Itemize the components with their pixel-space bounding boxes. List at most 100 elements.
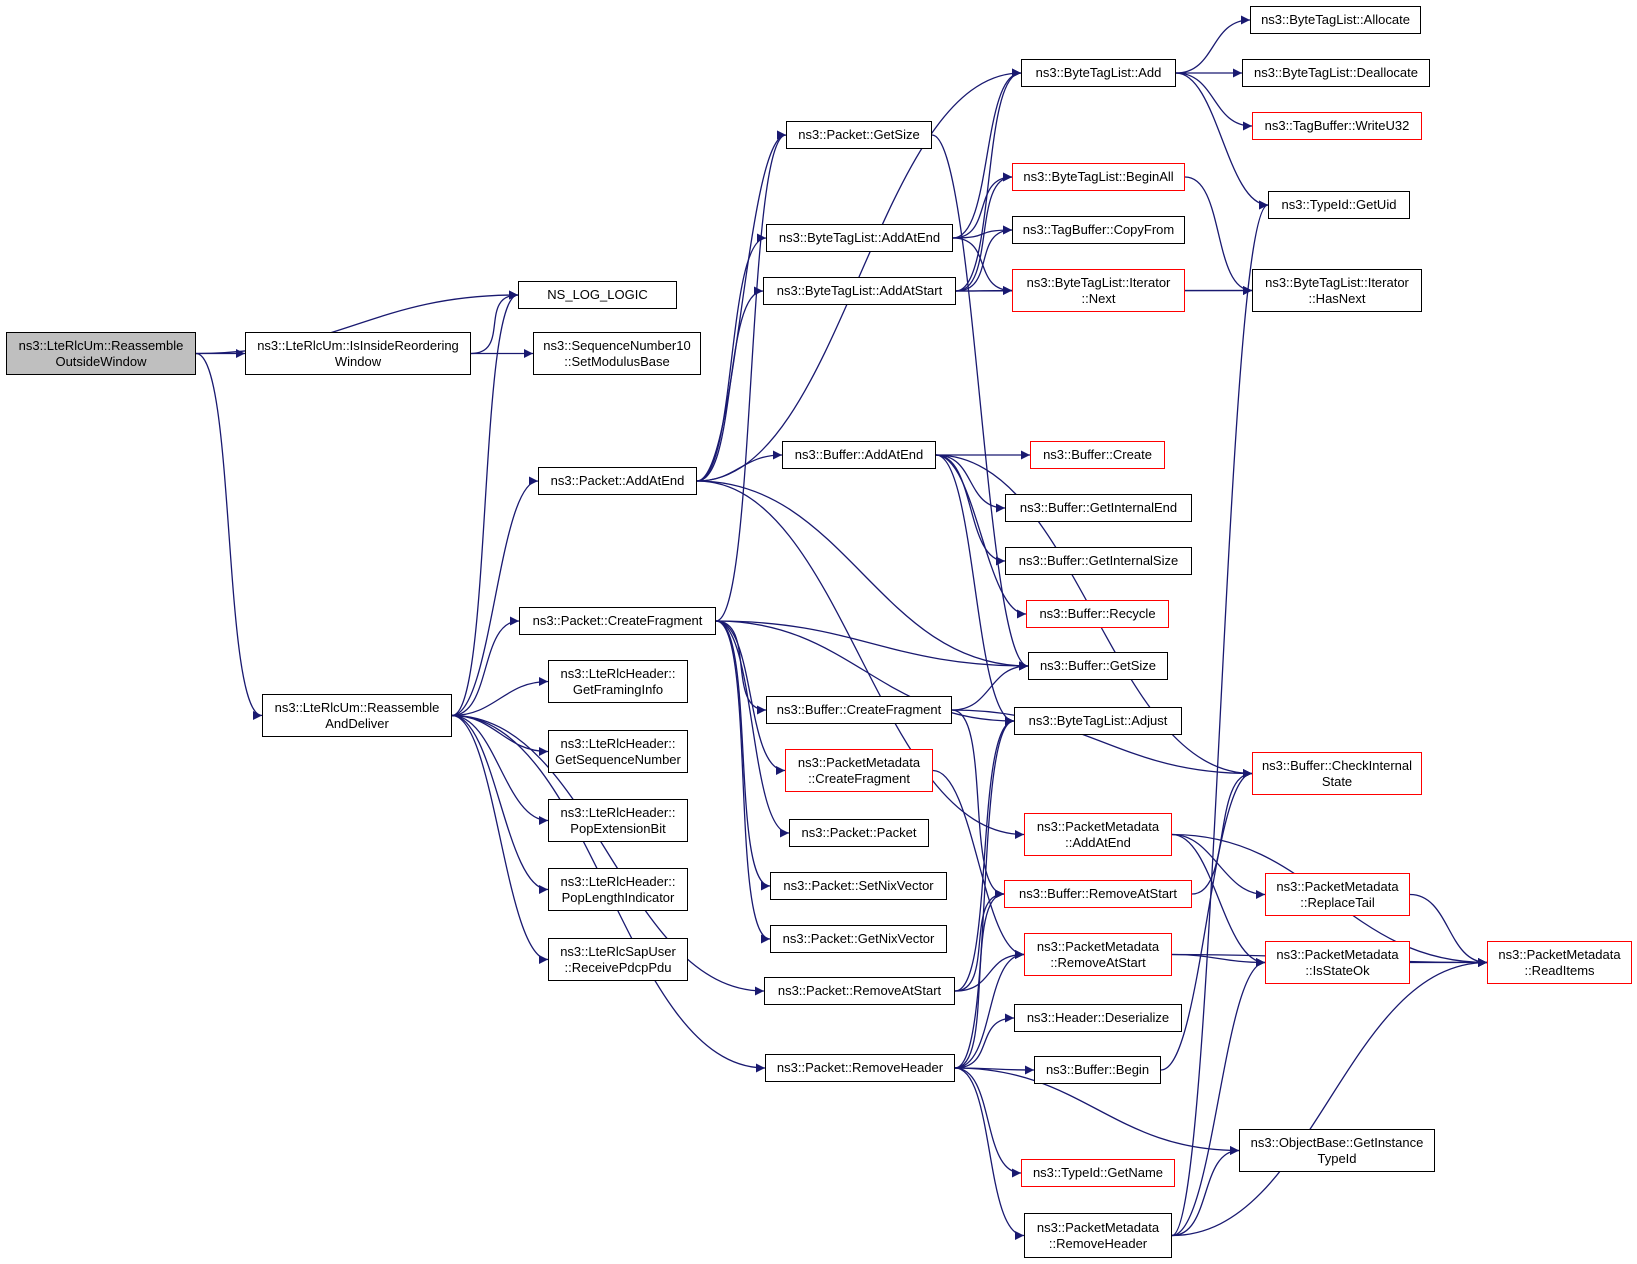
node-bytetaglist-iterator-next[interactable]: ns3::ByteTagList::Iterator::Next: [1012, 269, 1185, 312]
call-edge-n7-n33: [715, 620, 1015, 726]
node-label: AndDeliver: [325, 715, 389, 731]
node-label: ns3::PacketMetadata: [1036, 818, 1160, 834]
call-edge-n6-n32: [696, 480, 1029, 671]
node-packetmetadata-removeatstart[interactable]: ns3::PacketMetadata::RemoveAtStart: [1024, 933, 1172, 976]
call-edge-n40-n50: [1171, 958, 1488, 1237]
node-bytetaglist-adjust[interactable]: ns3::ByteTagList::Adjust: [1014, 707, 1182, 735]
call-edge-n23-n35: [954, 889, 1005, 1069]
node-bytetaglist-addatend[interactable]: ns3::ByteTagList::AddAtEnd: [766, 224, 953, 252]
node-packet-createfragment[interactable]: ns3::Packet::CreateFragment: [519, 607, 716, 635]
call-edge-n15-n26: [955, 225, 1013, 292]
node-lterlcsapuser-receivepdcppdu[interactable]: ns3::LteRlcSapUser::ReceivePdcpPdu: [548, 938, 688, 981]
call-edge-n23-n39: [954, 1067, 1022, 1178]
node-label: ns3::SequenceNumber10: [543, 337, 691, 353]
call-edge-n22-n33: [954, 716, 1015, 992]
call-edge-n1-n5: [195, 352, 263, 720]
call-edge-n23-n49: [954, 1067, 1240, 1155]
node-label: NS_LOG_LOGIC: [547, 287, 648, 302]
node-label: ns3::ByteTagList::AddAtStart: [776, 283, 943, 298]
node-typeid-getname[interactable]: ns3::TypeId::GetName: [1021, 1159, 1175, 1187]
node-packetmetadata-readitems[interactable]: ns3::PacketMetadata::ReadItems: [1487, 941, 1632, 984]
node-label: ns3::PacketMetadata: [1498, 946, 1621, 962]
node-bytetaglist-addatstart[interactable]: ns3::ByteTagList::AddAtStart: [763, 277, 956, 305]
node-packet-addatend[interactable]: ns3::Packet::AddAtEnd: [538, 467, 697, 495]
node-packet-getsize[interactable]: ns3::Packet::GetSize: [786, 121, 932, 149]
node-packetmetadata-replacetail[interactable]: ns3::PacketMetadata::ReplaceTail: [1265, 873, 1410, 916]
node-lterlcheader-getframinginfo[interactable]: ns3::LteRlcHeader::GetFramingInfo: [548, 660, 688, 703]
node-buffer-getsize[interactable]: ns3::Buffer::GetSize: [1028, 652, 1168, 680]
node-label: ns3::Packet::CreateFragment: [532, 613, 703, 628]
node-bytetaglist-allocate[interactable]: ns3::ByteTagList::Allocate: [1250, 6, 1421, 34]
call-edge-n5-n7: [451, 616, 520, 717]
call-edge-n38-n46: [1160, 769, 1253, 1071]
node-label: ::RemoveHeader: [1048, 1235, 1148, 1251]
node-label: ns3::LteRlcUm::IsInsideReordering: [257, 337, 459, 353]
call-edge-n5-n6: [451, 476, 539, 717]
node-buffer-getinternalend[interactable]: ns3::Buffer::GetInternalEnd: [1005, 494, 1192, 522]
node-label: ns3::Buffer::GetSize: [1039, 658, 1157, 673]
node-label: ns3::Buffer::Create: [1043, 447, 1152, 462]
node-label: ns3::ByteTagList::AddAtEnd: [778, 230, 941, 245]
node-packetmetadata-isstateok[interactable]: ns3::PacketMetadata::IsStateOk: [1265, 941, 1410, 984]
node-lterlcheader-popextensionbit[interactable]: ns3::LteRlcHeader::PopExtensionBit: [548, 799, 688, 842]
call-edge-n24-n44: [1175, 72, 1269, 210]
node-packet-removeatstart[interactable]: ns3::Packet::RemoveAtStart: [764, 977, 955, 1005]
node-bytetaglist-beginall[interactable]: ns3::ByteTagList::BeginAll: [1012, 163, 1185, 191]
node-label: ns3::TagBuffer::WriteU32: [1264, 118, 1410, 133]
node-label: ns3::PacketMetadata: [1036, 938, 1160, 954]
node-buffer-getinternalsize[interactable]: ns3::Buffer::GetInternalSize: [1005, 547, 1192, 575]
node-packet-getnixvector[interactable]: ns3::Packet::GetNixVector: [770, 925, 947, 953]
node-lterlcheader-poplengthindicator[interactable]: ns3::LteRlcHeader::PopLengthIndicator: [548, 868, 688, 911]
node-packet-packet[interactable]: ns3::Packet::Packet: [789, 819, 929, 847]
node-label: PopExtensionBit: [570, 820, 666, 836]
node-label: ns3::ByteTagList::BeginAll: [1023, 169, 1174, 184]
node-packet-setnixvector[interactable]: ns3::Packet::SetNixVector: [770, 872, 947, 900]
node-label: Window: [334, 353, 382, 369]
call-edge-n18-n36: [932, 769, 1025, 959]
node-buffer-createfragment[interactable]: ns3::Buffer::CreateFragment: [766, 696, 952, 724]
node-buffer-recycle[interactable]: ns3::Buffer::Recycle: [1026, 600, 1169, 628]
node-buffer-begin[interactable]: ns3::Buffer::Begin: [1034, 1056, 1161, 1084]
call-edge-n47-n50: [1409, 893, 1488, 967]
node-header-deserialize[interactable]: ns3::Header::Deserialize: [1014, 1004, 1182, 1032]
node-label: PopLengthIndicator: [561, 889, 675, 905]
call-edge-n35-n46: [1191, 769, 1253, 895]
node-packet-removeheader[interactable]: ns3::Packet::RemoveHeader: [765, 1054, 955, 1082]
node-tagbuffer-writeu32[interactable]: ns3::TagBuffer::WriteU32: [1252, 112, 1422, 140]
call-edge-n24-n41: [1175, 15, 1251, 74]
node-buffer-addatend[interactable]: ns3::Buffer::AddAtEnd: [782, 441, 936, 469]
node-buffer-create[interactable]: ns3::Buffer::Create: [1030, 441, 1165, 469]
node-tagbuffer-copyfrom[interactable]: ns3::TagBuffer::CopyFrom: [1012, 216, 1185, 244]
node-packetmetadata-addatend[interactable]: ns3::PacketMetadata::AddAtEnd: [1024, 813, 1172, 856]
call-edge-n16-n31: [935, 454, 1027, 619]
node-label: ns3::LteRlcHeader::: [560, 804, 676, 820]
node-typeid-getuid[interactable]: ns3::TypeId::GetUid: [1268, 191, 1410, 219]
node-bytetaglist-add[interactable]: ns3::ByteTagList::Add: [1021, 59, 1176, 87]
call-edge-n22-n36: [954, 950, 1025, 992]
node-lterlcheader-getsequencenumber[interactable]: ns3::LteRlcHeader::GetSequenceNumber: [548, 730, 688, 773]
node-sequencenumber10-setmodulusbase[interactable]: ns3::SequenceNumber10::SetModulusBase: [533, 332, 701, 375]
node-label: ns3::Packet::RemoveAtStart: [777, 983, 942, 998]
node-bytetaglist-iterator-hasnext[interactable]: ns3::ByteTagList::Iterator::HasNext: [1252, 269, 1422, 312]
node-ns-log-logic[interactable]: NS_LOG_LOGIC: [518, 281, 677, 309]
node-label: TypeId: [1317, 1150, 1357, 1166]
call-edge-n23-n33: [954, 716, 1015, 1069]
node-label: ns3::PacketMetadata: [1036, 1219, 1160, 1235]
node-buffer-removeatstart[interactable]: ns3::Buffer::RemoveAtStart: [1004, 880, 1192, 908]
node-label: ns3::Buffer::Begin: [1045, 1062, 1150, 1077]
call-edge-n23-n40: [954, 1067, 1025, 1240]
node-label: ns3::ByteTagList::Adjust: [1028, 713, 1168, 728]
node-label: ns3::PacketMetadata: [1276, 946, 1399, 962]
call-edge-n6-n15: [696, 286, 764, 482]
node-bytetaglist-deallocate[interactable]: ns3::ByteTagList::Deallocate: [1242, 59, 1430, 87]
node-label: ns3::PacketMetadata: [797, 754, 921, 770]
node-packetmetadata-createfragment[interactable]: ns3::PacketMetadata::CreateFragment: [785, 749, 933, 792]
node-packetmetadata-removeheader[interactable]: ns3::PacketMetadata::RemoveHeader: [1024, 1213, 1172, 1258]
node-label: ns3::LteRlcSapUser: [560, 943, 676, 959]
node-label: ns3::ByteTagList::Iterator: [1265, 274, 1409, 290]
